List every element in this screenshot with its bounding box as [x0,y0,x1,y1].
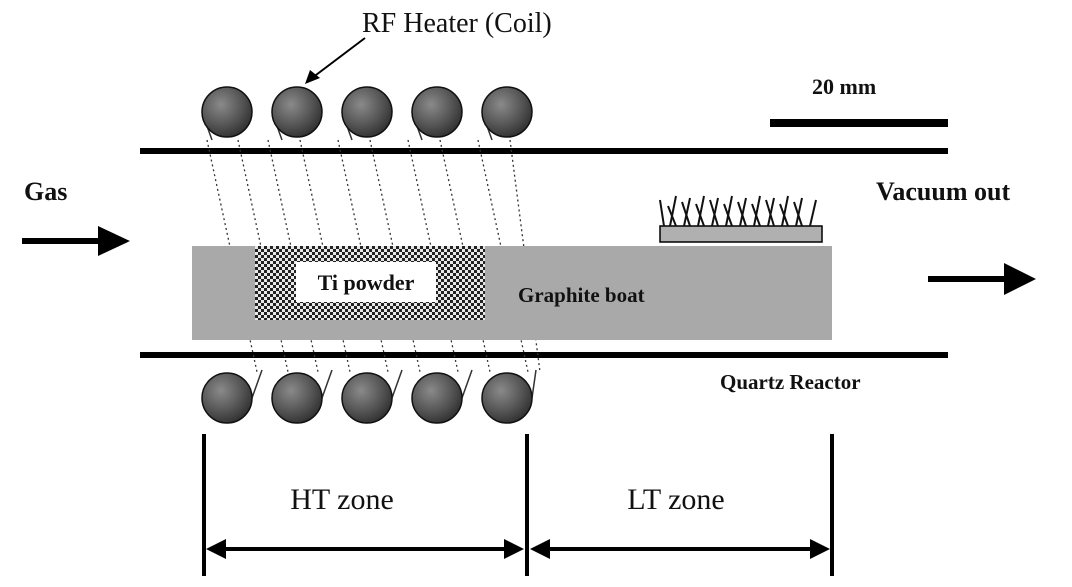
zone-marker-right [830,434,834,576]
ht-zone-label: HT zone [290,483,394,516]
ht-zone-dimension-arrow [206,539,524,559]
gas-label: Gas [24,177,67,206]
scale-bar [770,119,948,127]
coil-turn-top-4 [411,86,463,138]
vacuum-out-label: Vacuum out [876,177,1010,206]
scale-bar-label: 20 mm [812,74,876,99]
coil-turn-bottom-3 [341,372,393,424]
quartz-reactor-top-wall [140,148,948,154]
zone-markers [202,434,834,576]
graphite-boat-label: Graphite boat [518,283,645,307]
gas-in-arrow [22,226,130,256]
coil-bottom-row [201,369,537,424]
coil-turn-bottom-2 [271,372,323,424]
coil-turn-top-5 [481,86,533,138]
coil-turn-top-3 [341,86,393,138]
substrate-with-nanowires [659,195,823,243]
zone-marker-left [202,434,206,576]
lt-zone-dimension-arrow [530,539,830,559]
rf-heater-pointer [305,37,366,84]
ti-powder-box [296,262,436,302]
coil-turn-bottom-5 [481,372,533,424]
coil-turn-bottom-1 [201,372,253,424]
coil-top-row [201,86,533,141]
lt-zone-label: LT zone [627,483,725,516]
substrate [659,225,823,243]
zone-marker-middle [525,434,529,576]
quartz-reactor-bottom-wall [140,352,948,358]
ti-powder-label: Ti powder [318,270,415,295]
rf-heater-label: RF Heater (Coil) [362,8,552,39]
coil-turn-bottom-4 [411,372,463,424]
coil-turn-top-1 [201,86,253,138]
coil-turn-top-2 [271,86,323,138]
quartz-reactor-label: Quartz Reactor [720,370,861,394]
vacuum-out-arrow [928,263,1036,295]
